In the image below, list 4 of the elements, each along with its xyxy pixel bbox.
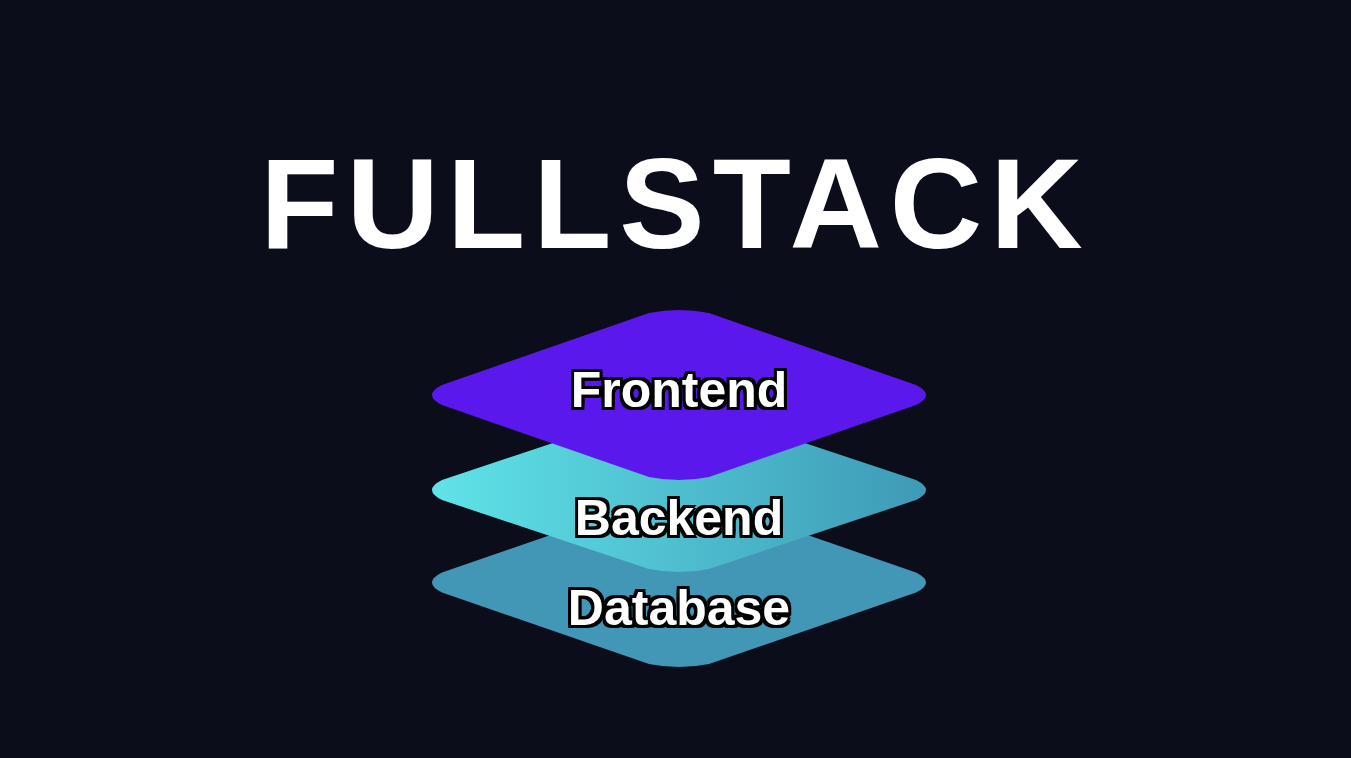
layer-label: Database	[567, 580, 791, 636]
layer-label: Frontend	[570, 362, 788, 418]
title: FULLSTACK	[260, 132, 1091, 275]
layer-label: Backend	[574, 490, 784, 546]
